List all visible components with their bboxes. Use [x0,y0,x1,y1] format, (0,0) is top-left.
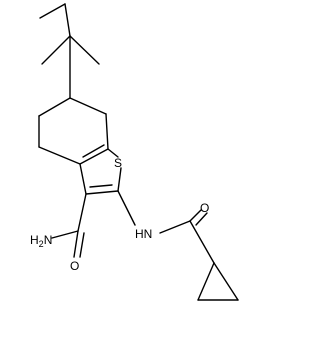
bond-ring-c4-c3a [38,146,81,165]
bond-carbonyl-o-top-double [195,212,208,226]
bond-c3-carbonyl [77,193,87,232]
bond-c3-c3a [79,163,87,195]
bond-carbonyl-oxygen [73,230,79,258]
bond-ring-c3a-c7a [79,148,109,165]
bond-ring-c3a-c7a-double [82,144,105,158]
bond-carbonyl-oxygen-double [79,232,85,258]
bond-c7a-s [107,148,119,158]
bond-s-c2 [117,167,122,192]
bond-lines [38,3,239,301]
bond-ring-c6-c5 [38,97,71,117]
bond-quaternary-methyl-right [69,35,100,65]
amide-nh-label: HN [135,227,152,241]
bond-quaternary-methyl-left [41,35,71,65]
carboxamide-nh2-label: H2N [30,233,52,249]
bond-cyclopropyl-1 [197,262,215,301]
bond-ethyl-ch2 [64,3,71,37]
carboxamide-oxygen-label: O [70,259,79,273]
bond-carbonyl-o-top [189,209,202,222]
bond-c2-nh [117,190,136,226]
bond-cyclopropyl-3 [213,262,239,301]
chemical-structure-diagram: S H2N O HN O [30,3,239,301]
bond-nh-carbonyl [159,220,191,234]
bond-c2-c3 [85,190,119,195]
bond-carbonyl-nh2 [51,230,79,239]
bond-carbonyl-cyclopropyl [189,220,215,264]
sulfur-label: S [114,156,122,170]
bond-ethyl-end [39,3,66,19]
atom-labels: S H2N O HN O [30,156,209,273]
amide-oxygen-label: O [200,201,209,215]
bond-ring-c7-c6 [69,97,107,115]
bond-c2-c3-double [89,184,113,188]
bond-ring-c7a-c7 [105,113,109,150]
